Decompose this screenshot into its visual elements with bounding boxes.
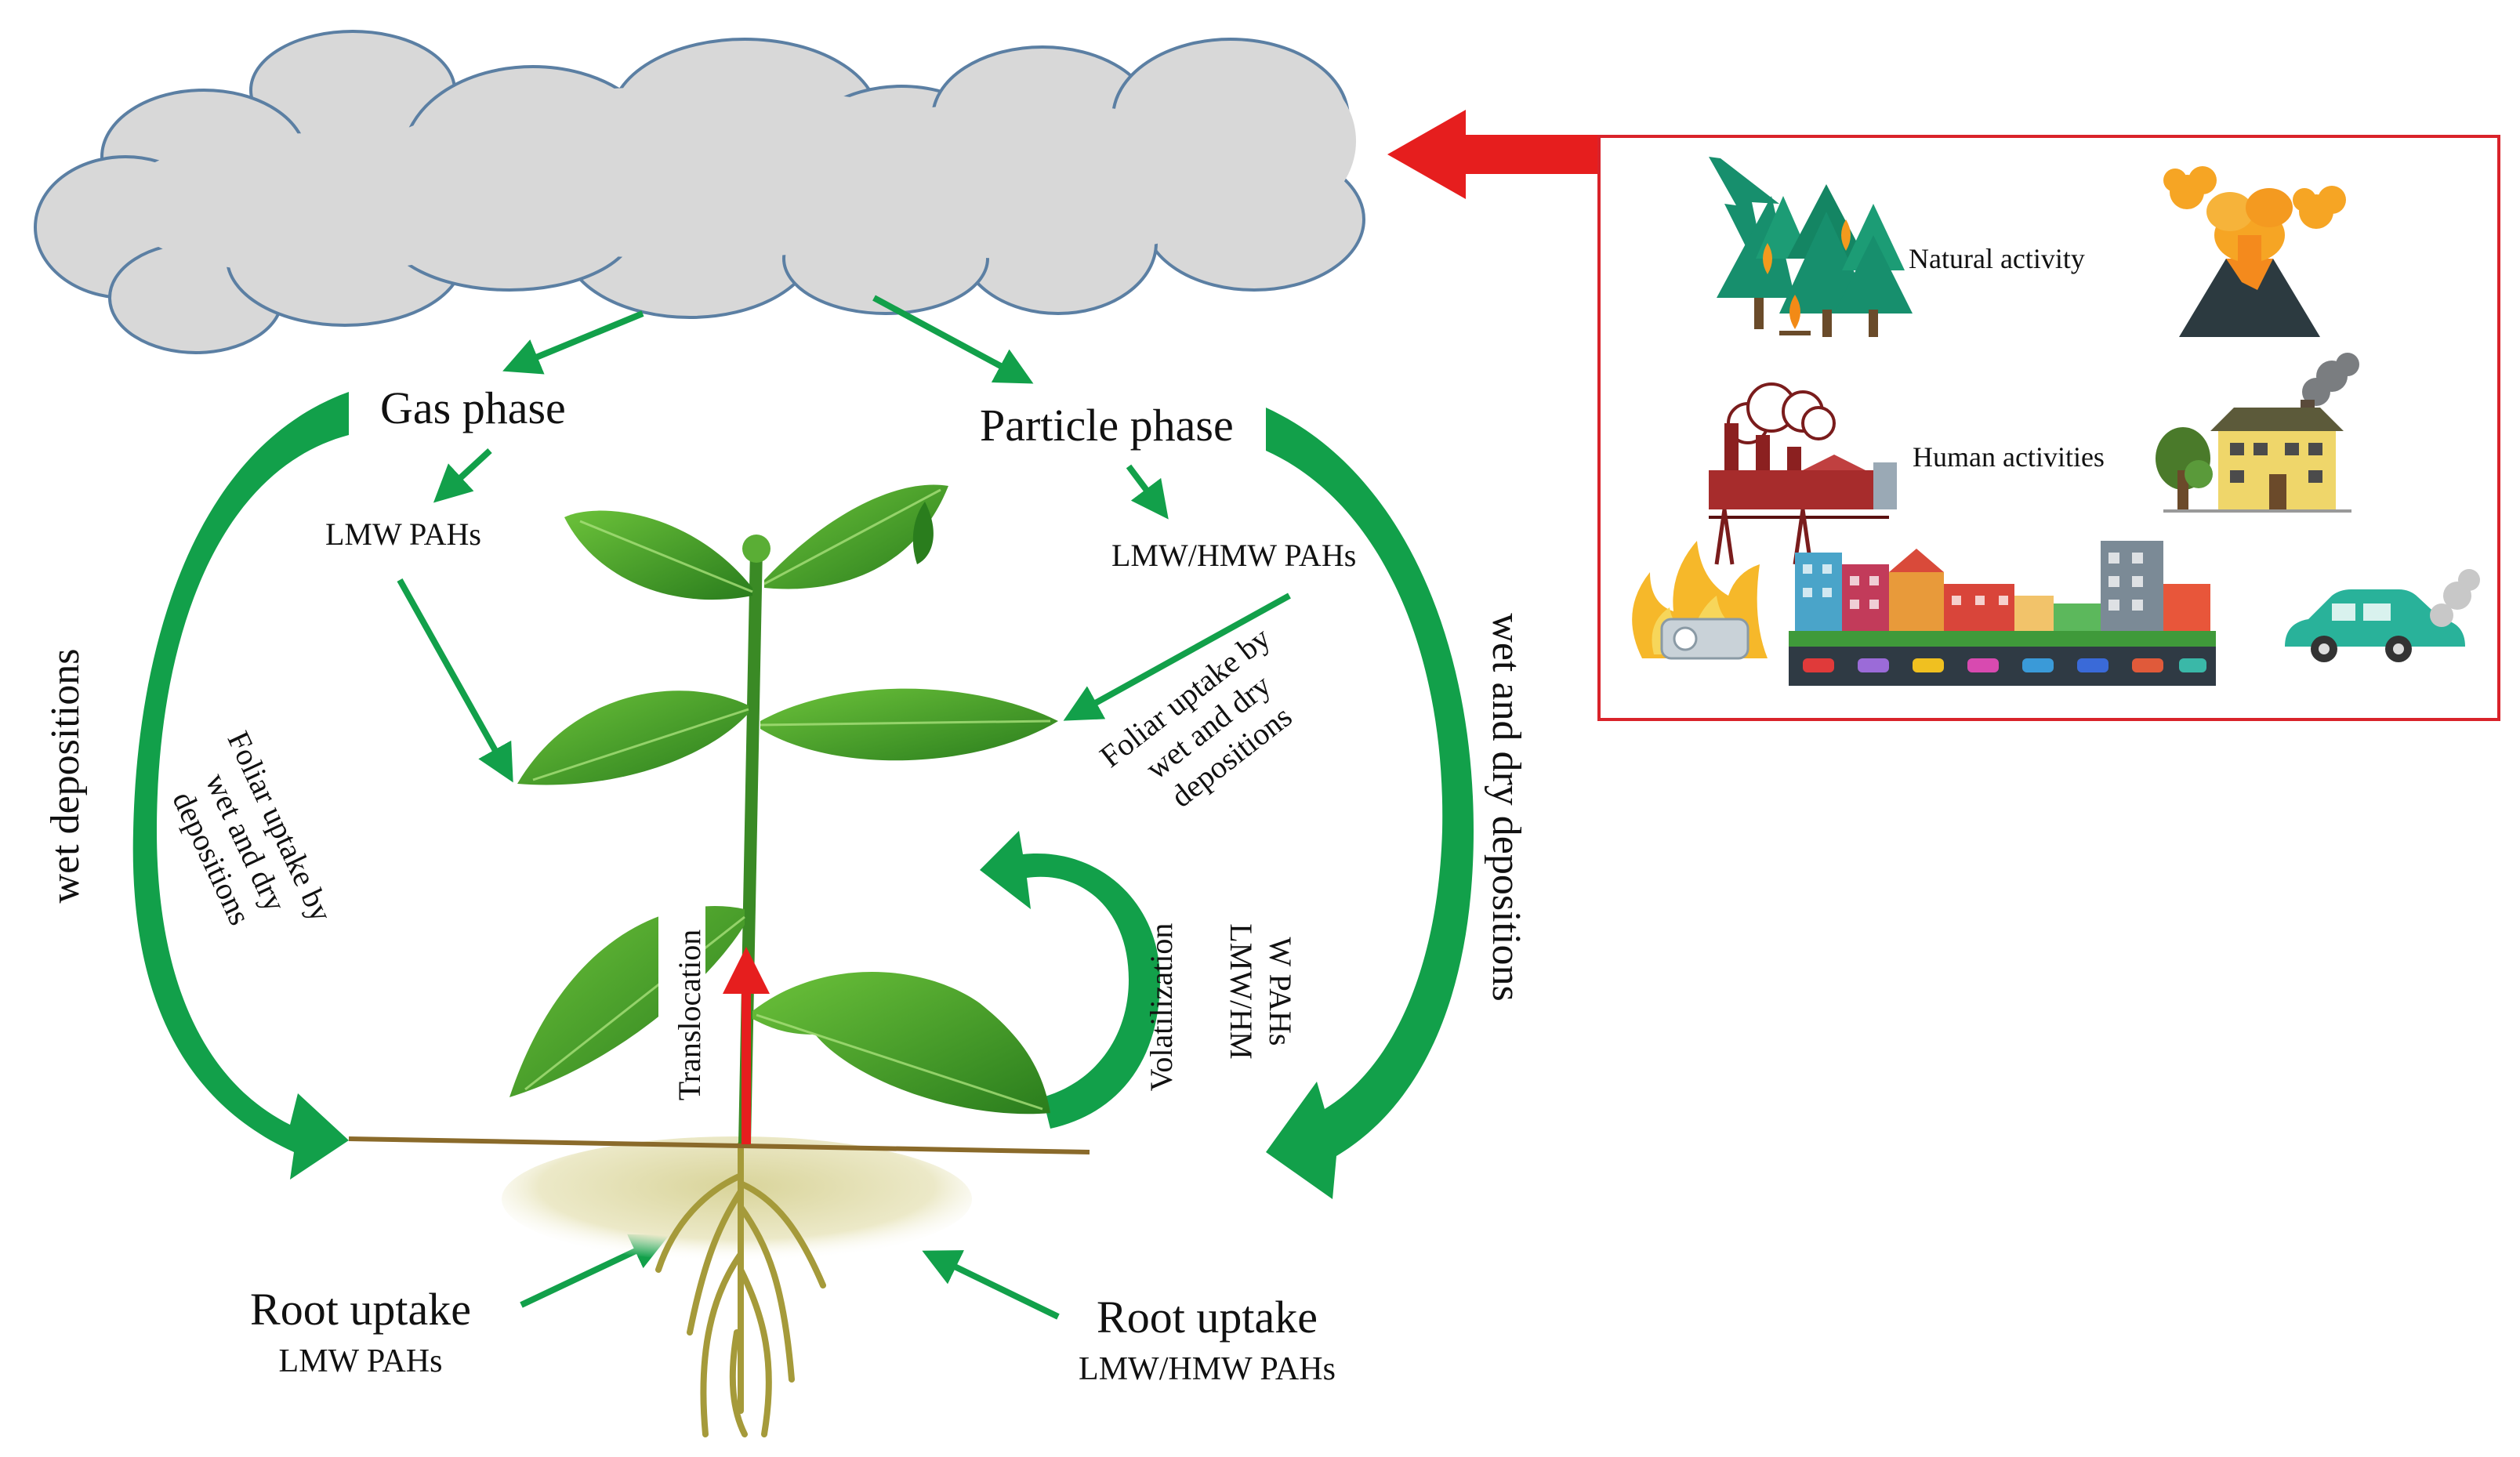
lmw-pahs-left-label: LMW PAHs: [325, 516, 481, 552]
particle-to-lmw-hmw-arrow: [1126, 464, 1169, 520]
volatilization-label: Volatilization: [1144, 923, 1179, 1092]
root-uptake-right-arrow: [922, 1250, 1060, 1320]
burning-waste-icon: [1632, 541, 1768, 660]
cloud-to-gas-arrow: [502, 310, 644, 375]
volatilization-arrow: [980, 831, 1160, 1129]
particle-phase-label: Particle phase: [980, 400, 1234, 451]
wet-and-dry-depositions-arrow: [1266, 408, 1474, 1199]
foliar-right-arrow: [1063, 593, 1291, 721]
source-to-cloud-arrow: [1387, 110, 1599, 199]
gas-to-lmw-arrow: [433, 448, 492, 503]
root-uptake-right-sub-label: LMW/HMW PAHs: [1079, 1351, 1336, 1387]
foliar-left-arrow: [397, 578, 513, 783]
root-uptake-left-sub-label: LMW PAHs: [279, 1343, 443, 1379]
gas-phase-label: Gas phase: [380, 382, 566, 433]
tree-fire-icon: [1709, 157, 1913, 337]
house-smoke-icon: [2156, 353, 2359, 513]
wet-depositions-label: wet depositions: [43, 649, 88, 904]
car-exhaust-icon: [2285, 569, 2480, 662]
svg-text:LMW/HM: LMW/HM: [1224, 923, 1259, 1059]
wet-depositions-arrow: [132, 392, 350, 1180]
volatilization-pahs-label: LMW/HM W PAHs: [1224, 923, 1298, 1059]
foliar-uptake-left-label: Foliar uptake by wet and dry depositions: [165, 726, 339, 930]
natural-activity-label: Natural activity: [1909, 243, 2085, 274]
svg-text:Translocation: Translocation: [672, 930, 707, 1101]
city-traffic-icon: [1789, 541, 2216, 686]
foliar-uptake-right-label: Foliar uptake by wet and dry depositions: [1093, 620, 1299, 814]
lmw-hmw-pahs-right-label: LMW/HMW PAHs: [1111, 538, 1356, 573]
root-uptake-left-label: Root uptake: [250, 1284, 471, 1335]
human-activities-label: Human activities: [1913, 441, 2105, 473]
svg-text:W PAHs: W PAHs: [1263, 937, 1298, 1046]
wet-and-dry-depositions-label: wet and dry depositions: [1484, 613, 1528, 1001]
cloud-to-particle-arrow: [872, 295, 1034, 384]
volcano-icon: [2163, 166, 2346, 337]
cloud-icon: [34, 30, 1365, 354]
root-uptake-right-label: Root uptake: [1097, 1292, 1318, 1343]
translocation-label: Translocation: [658, 901, 707, 1129]
